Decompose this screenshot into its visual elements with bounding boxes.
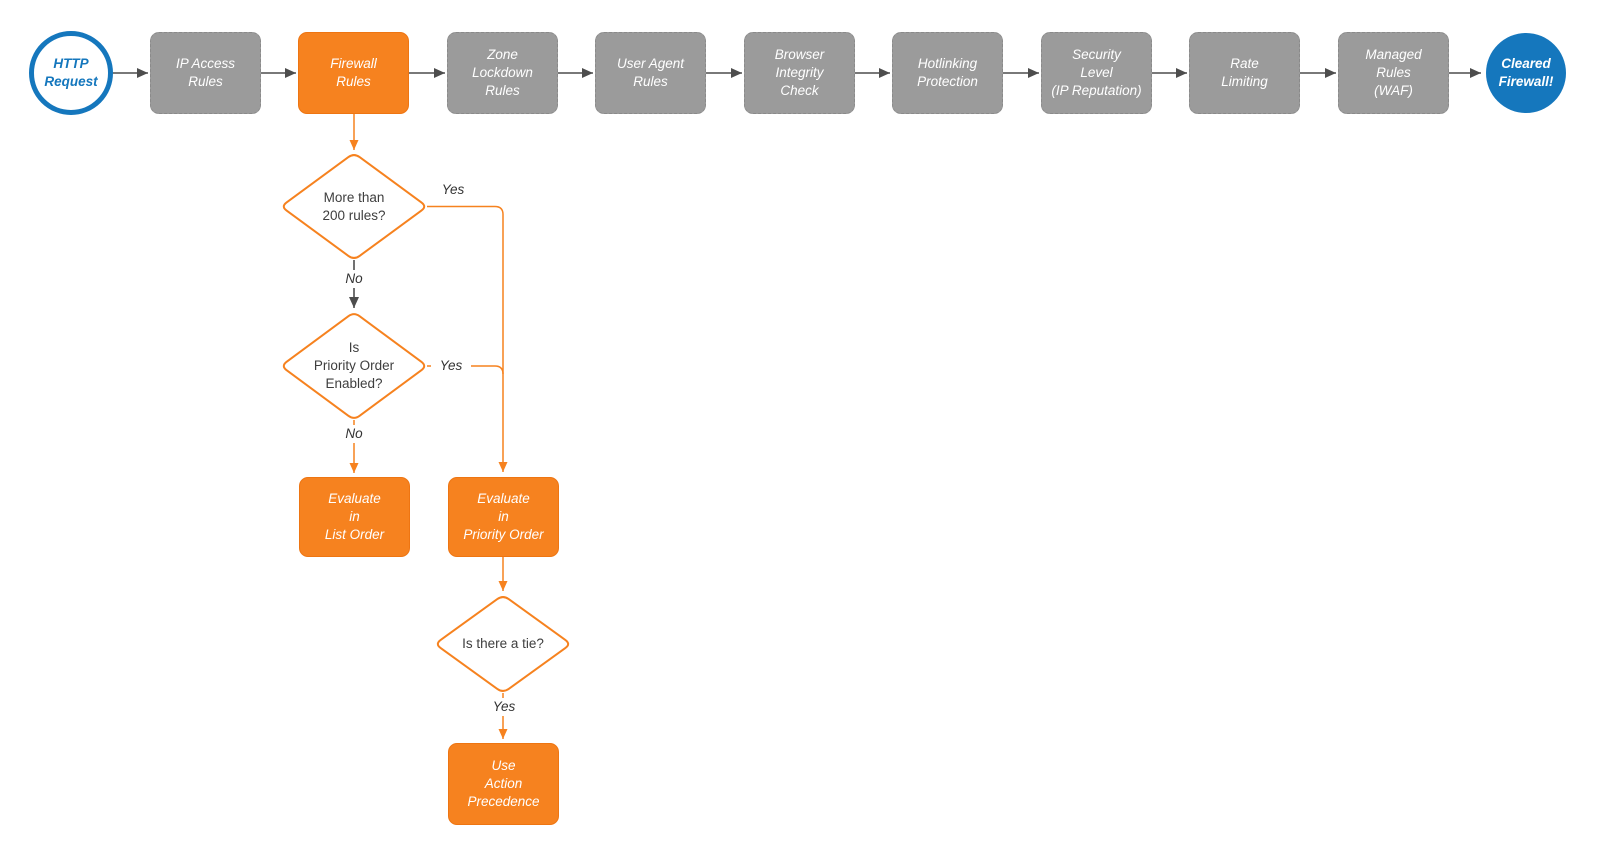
node-zone-lockdown-rules: Zone Lockdown Rules	[447, 32, 558, 114]
node-label: HTTP Request	[44, 56, 98, 89]
node-label: Evaluate in List Order	[324, 491, 385, 542]
branch-arrows	[349, 114, 508, 739]
decision-diamond-shape	[282, 154, 426, 259]
node-label: Browser Integrity Check	[774, 47, 825, 98]
edge-decision1-yes	[427, 205, 508, 472]
node-hotlinking-protection: Hotlinking Protection	[892, 32, 1003, 114]
decision-diamond-shape	[436, 596, 570, 692]
decision-label-text: Is Priority Order Enabled?	[313, 339, 395, 392]
edge-label-yes-3: Yes	[484, 698, 524, 716]
node-label: Use Action Precedence	[467, 758, 540, 809]
node-user-agent-rules: User Agent Rules	[595, 32, 706, 114]
node-evaluate-in-priority-order: Evaluate in Priority Order	[448, 477, 559, 557]
node-label: Managed Rules (WAF)	[1365, 47, 1422, 98]
node-label: User Agent Rules	[616, 56, 685, 89]
edge-label-yes-2: Yes	[431, 357, 471, 375]
node-http-request: HTTP Request	[29, 31, 113, 115]
node-label: Security Level (IP Reputation)	[1051, 47, 1142, 98]
node-label: Zone Lockdown Rules	[472, 47, 533, 98]
node-use-action-precedence: Use Action Precedence	[448, 743, 559, 825]
decision-label-text: Is there a tie?	[462, 635, 544, 651]
edge-decision2-yes	[427, 365, 504, 375]
node-firewall-rules: Firewall Rules	[298, 32, 409, 114]
node-cleared-firewall: Cleared Firewall!	[1486, 33, 1566, 113]
node-label: Hotlinking Protection	[917, 56, 978, 89]
node-security-level: Security Level (IP Reputation)	[1041, 32, 1152, 114]
node-rate-limiting: Rate Limiting	[1189, 32, 1300, 114]
edge-label-no-1: No	[337, 270, 371, 288]
decision-diamond-shape	[282, 313, 426, 419]
edge-label-no-2: No	[337, 425, 371, 443]
node-ip-access-rules: IP Access Rules	[150, 32, 261, 114]
decision-more-than-200-rules: More than 200 rules?	[289, 177, 419, 237]
pipeline-arrows	[113, 68, 1481, 308]
node-label: Evaluate in Priority Order	[463, 491, 544, 542]
edge-label-yes-1: Yes	[433, 181, 473, 199]
decision-diamonds	[282, 154, 570, 692]
node-label: Rate Limiting	[1221, 56, 1268, 89]
node-label: IP Access Rules	[175, 56, 236, 89]
node-label: Cleared Firewall!	[1498, 56, 1554, 89]
node-browser-integrity-check: Browser Integrity Check	[744, 32, 855, 114]
decision-label-text: More than 200 rules?	[322, 189, 386, 223]
decision-is-there-a-tie: Is there a tie?	[433, 629, 573, 659]
node-label: Firewall Rules	[330, 56, 377, 89]
node-evaluate-in-list-order: Evaluate in List Order	[299, 477, 410, 557]
decision-priority-order-enabled: Is Priority Order Enabled?	[289, 336, 419, 396]
node-managed-rules-waf: Managed Rules (WAF)	[1338, 32, 1449, 114]
